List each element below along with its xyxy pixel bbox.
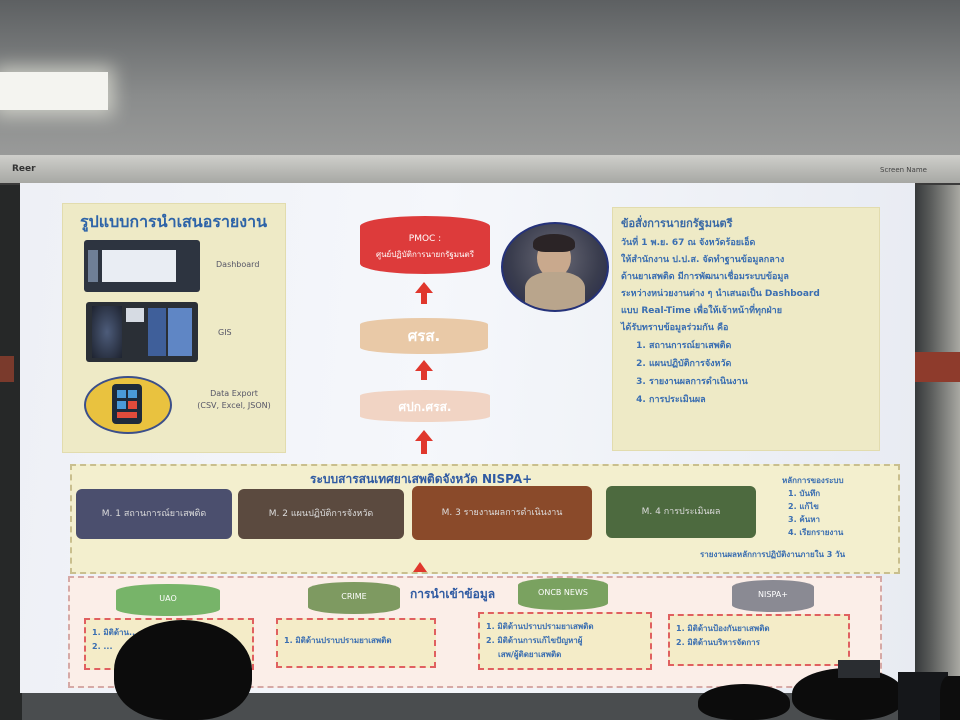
arrow-up-icon bbox=[415, 282, 433, 293]
wall-band bbox=[912, 352, 960, 382]
box-line: เสพ/ผู้ติดยาเสพติด bbox=[498, 650, 562, 659]
source-crime: CRIME bbox=[308, 582, 400, 614]
box-line: 1. มิติด้านปราบปรามยาเสพติด bbox=[284, 636, 392, 645]
box-line: 1. มิติด้านป้องกันยาเสพติด bbox=[676, 624, 770, 633]
module-m3: M. 3 รายงานผลการดำเนินงาน bbox=[412, 486, 592, 540]
ceiling bbox=[0, 0, 960, 160]
module-label: M. 2 แผนปฏิบัติการจังหวัด bbox=[268, 509, 374, 519]
import-box-3: 1. มิติด้านปราบปรามยาเสพติด 2. มิติด้านก… bbox=[478, 612, 652, 670]
arrow-shaft bbox=[421, 292, 427, 304]
pmoc-node: PMOC : ศูนย์ปฏิบัติการนายกรัฐมนตรี bbox=[360, 216, 490, 274]
left-wall bbox=[0, 185, 22, 720]
principle-item: 2. แก้ไข bbox=[788, 502, 819, 511]
box-line: 2. มิติด้านการแก้ไขปัญหาผู้ bbox=[486, 636, 583, 645]
principle-item: 1. บันทึก bbox=[788, 489, 821, 498]
order-line: ให้สำนักงาน ป.ป.ส. จัดทำฐานข้อมูลกลาง bbox=[621, 255, 785, 265]
module-label: M. 3 รายงานผลการดำเนินงาน bbox=[441, 508, 563, 518]
order-item: รายงานผลการดำเนินงาน bbox=[649, 374, 871, 388]
data-export-label: Data Export (CSV, Excel, JSON) bbox=[197, 389, 271, 410]
screen-brand: Reer bbox=[12, 164, 36, 174]
order-item: การประเมินผล bbox=[649, 392, 871, 406]
principle-item: 4. เรียกรายงาน bbox=[788, 528, 844, 537]
ceiling-light bbox=[0, 72, 108, 110]
order-list: สถานการณ์ยาเสพติด แผนปฏิบัติการจังหวัด ร… bbox=[621, 338, 871, 406]
import-box-2: 1. มิติด้านปราบปรามยาเสพติด bbox=[276, 618, 436, 668]
projector-screen-housing bbox=[0, 155, 960, 186]
order-line: ได้รับทราบข้อมูลร่วมกัน คือ bbox=[621, 323, 729, 333]
module-label: M. 1 สถานการณ์ยาเสพติด bbox=[101, 509, 207, 519]
principle-item: 3. ค้นหา bbox=[788, 515, 820, 524]
order-line: วันที่ 1 พ.ย. 67 ณ จังหวัดร้อยเอ็ด bbox=[621, 238, 756, 248]
order-item: สถานการณ์ยาเสพติด bbox=[649, 338, 871, 352]
arrow-shaft bbox=[421, 440, 427, 454]
srs-node: ศรส. bbox=[360, 318, 488, 354]
data-import-title: การนำเข้าข้อมูล bbox=[410, 587, 496, 601]
pm-order-heading: ข้อสั่งการนายกรัฐมนตรี bbox=[621, 217, 733, 230]
audience-head bbox=[940, 676, 960, 720]
box-line: 1. มิติด้าน... bbox=[92, 628, 139, 637]
left-wall-band bbox=[0, 356, 14, 382]
right-wall bbox=[912, 185, 960, 720]
laptop bbox=[838, 660, 880, 678]
module-m4: M. 4 การประเมินผล bbox=[606, 486, 756, 538]
box-line: 1. มิติด้านปราบปรามยาเสพติด bbox=[486, 622, 594, 631]
arrow-shaft bbox=[421, 370, 427, 380]
order-line: ระหว่างหน่วยงานต่าง ๆ นำเสนอเป็น Dashboa… bbox=[621, 289, 820, 299]
system-principles: หลักการของระบบ 1. บันทึก 2. แก้ไข 3. ค้น… bbox=[782, 474, 892, 539]
dashboard-thumbnail bbox=[84, 240, 200, 292]
order-line: แบบ Real-Time เพื่อให้เจ้าหน้าที่ทุกฝ่าย bbox=[621, 306, 783, 316]
data-export-icon bbox=[84, 376, 172, 434]
audience-head bbox=[114, 620, 252, 720]
pm-order-panel: ข้อสั่งการนายกรัฐมนตรี วันที่ 1 พ.ย. 67 … bbox=[612, 207, 880, 451]
gis-label: GIS bbox=[218, 328, 232, 337]
prime-minister-photo bbox=[501, 222, 609, 312]
module-m2: M. 2 แผนปฏิบัติการจังหวัด bbox=[238, 489, 404, 539]
module-m1: M. 1 สถานการณ์ยาเสพติด bbox=[76, 489, 232, 539]
sopk-srs-node: ศปก.ศรส. bbox=[360, 390, 490, 422]
order-item: แผนปฏิบัติการจังหวัด bbox=[649, 356, 871, 370]
arrow-up-icon bbox=[413, 562, 427, 572]
source-oncb-news: ONCB NEWS bbox=[518, 578, 608, 610]
box-line: 2. ... bbox=[92, 642, 113, 651]
source-uao: UAO bbox=[116, 584, 220, 616]
dashboard-label: Dashboard bbox=[216, 260, 260, 269]
nispa-title: ระบบสารสนเทศยาเสพติดจังหวัด NISPA+ bbox=[310, 472, 533, 486]
gis-thumbnail bbox=[86, 302, 198, 362]
audience-head bbox=[698, 684, 790, 720]
source-nispa: NISPA+ bbox=[732, 580, 814, 612]
box-line: 2. มิติด้านบริหารจัดการ bbox=[676, 638, 760, 647]
report-formats-title: รูปแบบการนำเสนอรายงาน bbox=[80, 212, 268, 231]
module-label: M. 4 การประเมินผล bbox=[641, 507, 721, 517]
laptop bbox=[898, 672, 948, 720]
order-line: ด้านยาเสพติด มีการพัฒนาเชื่อมระบบข้อมูล bbox=[621, 272, 789, 282]
import-box-4: 1. มิติด้านป้องกันยาเสพติด 2. มิติด้านบร… bbox=[668, 614, 850, 666]
principles-title: หลักการของระบบ bbox=[782, 476, 844, 485]
nispa-footer: รายงานผลหลักการปฏิบัติงานภายใน 3 วัน bbox=[700, 550, 846, 559]
arrow-up-icon bbox=[415, 430, 433, 441]
screen-label: Screen Name bbox=[880, 166, 927, 174]
pmoc-line2: ศูนย์ปฏิบัติการนายกรัฐมนตรี bbox=[375, 250, 475, 259]
pmoc-line1: PMOC : bbox=[408, 234, 442, 244]
arrow-up-icon bbox=[415, 360, 433, 371]
